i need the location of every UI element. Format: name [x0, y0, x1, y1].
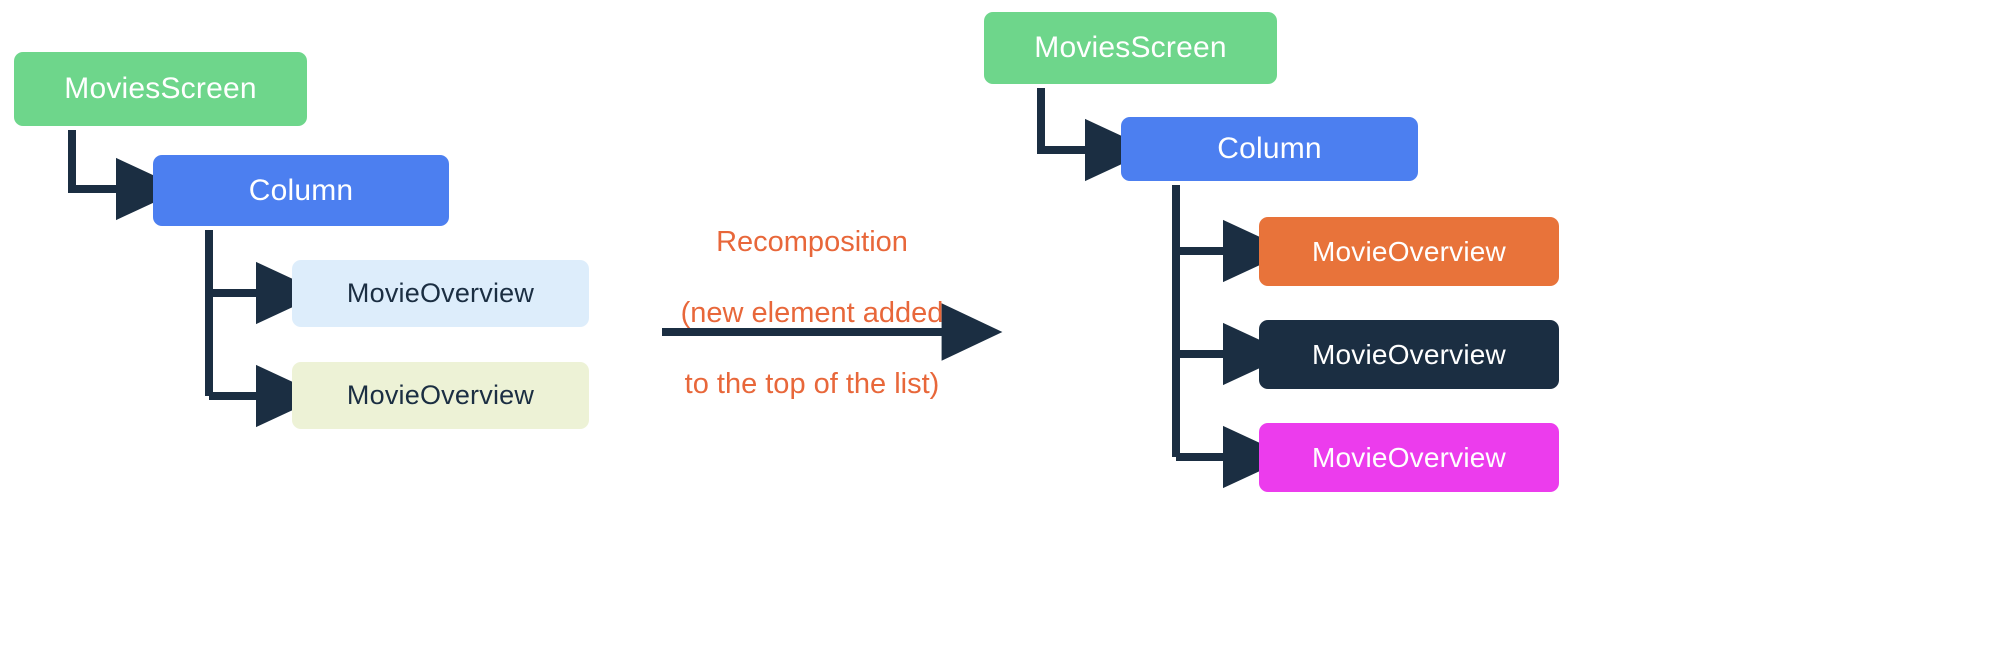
node-column-before[interactable]: Column	[153, 155, 449, 226]
node-label: MovieOverview	[346, 278, 535, 308]
node-movieoverview-before-1[interactable]: MovieOverview	[292, 260, 589, 327]
caption-line-3: to the top of the list)	[684, 367, 940, 400]
node-movieoverview-after-2[interactable]: MovieOverview	[1259, 320, 1559, 389]
recomposition-caption: Recomposition (new element added to the …	[652, 190, 972, 438]
node-label: MoviesScreen	[1034, 31, 1227, 64]
edge-left-moviesscreen-to-column	[68, 130, 183, 221]
node-label: Column	[1217, 132, 1322, 165]
node-label: MoviesScreen	[64, 72, 257, 105]
node-label: MovieOverview	[1312, 338, 1506, 370]
node-moviesscreen-after[interactable]: MoviesScreen	[984, 12, 1277, 84]
caption-line-2: (new element added	[680, 297, 944, 330]
caption-line-1: Recomposition	[716, 226, 908, 259]
node-label: MovieOverview	[1312, 235, 1506, 267]
node-movieoverview-before-2[interactable]: MovieOverview	[292, 362, 589, 429]
node-movieoverview-after-3[interactable]: MovieOverview	[1259, 423, 1559, 492]
node-label: MovieOverview	[346, 380, 535, 410]
node-label: Column	[248, 173, 354, 207]
node-column-after[interactable]: Column	[1121, 117, 1418, 181]
node-moviesscreen-before[interactable]: MoviesScreen	[14, 52, 307, 126]
edge-right-moviesscreen-to-column	[1037, 88, 1152, 182]
node-label: MovieOverview	[1312, 441, 1506, 473]
node-movieoverview-after-1[interactable]: MovieOverview	[1259, 217, 1559, 286]
